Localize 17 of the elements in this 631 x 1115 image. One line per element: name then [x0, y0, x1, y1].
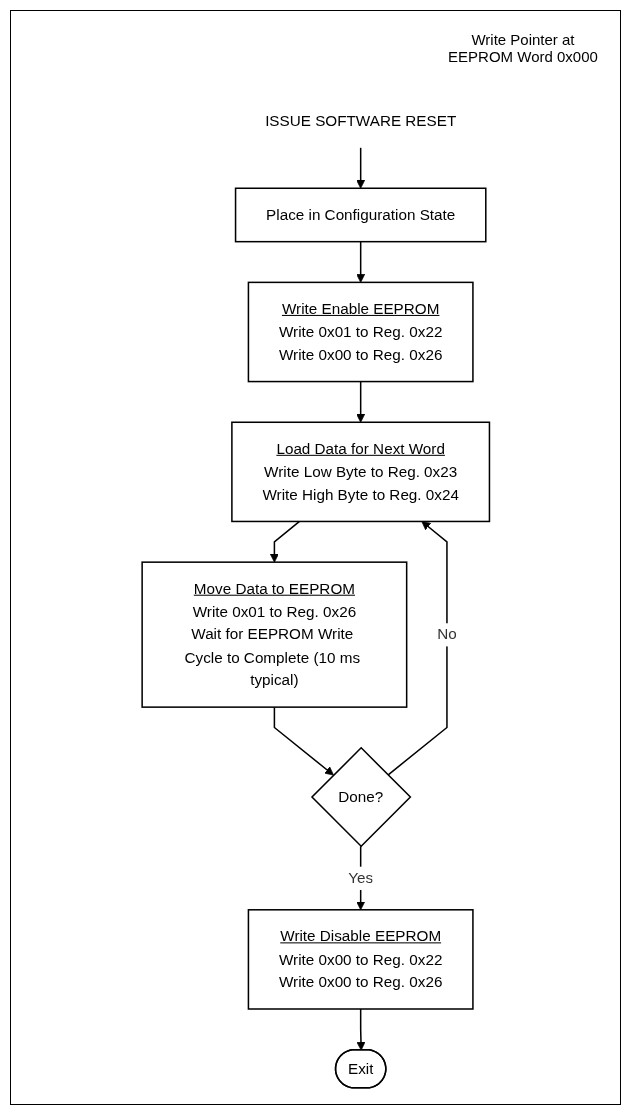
arrow	[273, 706, 335, 776]
node-text: ISSUE SOFTWARE RESET	[265, 111, 457, 129]
edge-label: No	[437, 625, 457, 643]
node-box: Write Disable EEPROM Write 0x00 to Reg. 0x22 Write 0x00 to Reg. 0x26	[247, 909, 474, 1010]
node-box: Write Enable EEPROM Write 0x01 to Reg. 0x22 Write 0x00 to Reg. 0x26	[247, 281, 474, 383]
arrow	[387, 521, 448, 776]
note-text: Write Pointer at EEPROM Word 0x000	[447, 31, 599, 65]
edge-label: Yes	[348, 868, 374, 886]
arrow	[356, 146, 366, 189]
node-box: Move Data to EEPROM Write 0x01 to Reg. 0x26 Wait for EEPROM Write Cycle to Complete (10 ms typical)	[141, 561, 408, 708]
arrow	[270, 520, 301, 563]
arrow	[356, 1008, 366, 1051]
arrow	[356, 380, 366, 423]
node-box: Load Data for Next Word Write Low Byte to Reg. 0x23 Write High Byte to Reg. 0x24	[231, 421, 491, 523]
arrow	[356, 240, 366, 283]
node-diamond: Done?	[311, 746, 412, 848]
node-box: Place in Configuration State	[235, 187, 487, 243]
